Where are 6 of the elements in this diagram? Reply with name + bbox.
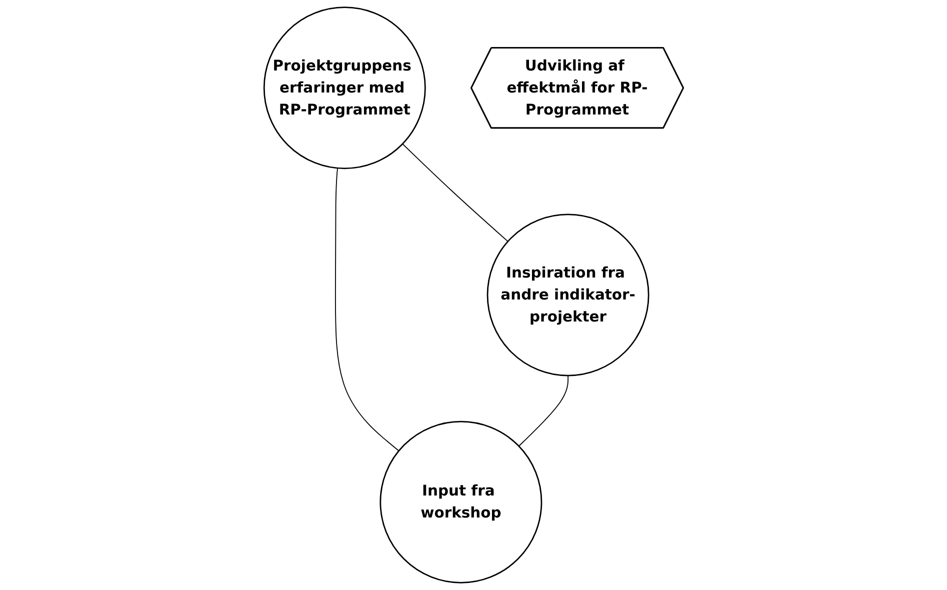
- node-circle: Inspiration fra andre indikator-projekter: [486, 214, 650, 376]
- node-circle: Projektgruppens erfaringer med RP-Programmet: [263, 6, 426, 170]
- node-circle: Input fra workshop: [380, 420, 542, 584]
- connector: [334, 168, 400, 452]
- connector: [402, 143, 508, 242]
- connector: [518, 375, 568, 447]
